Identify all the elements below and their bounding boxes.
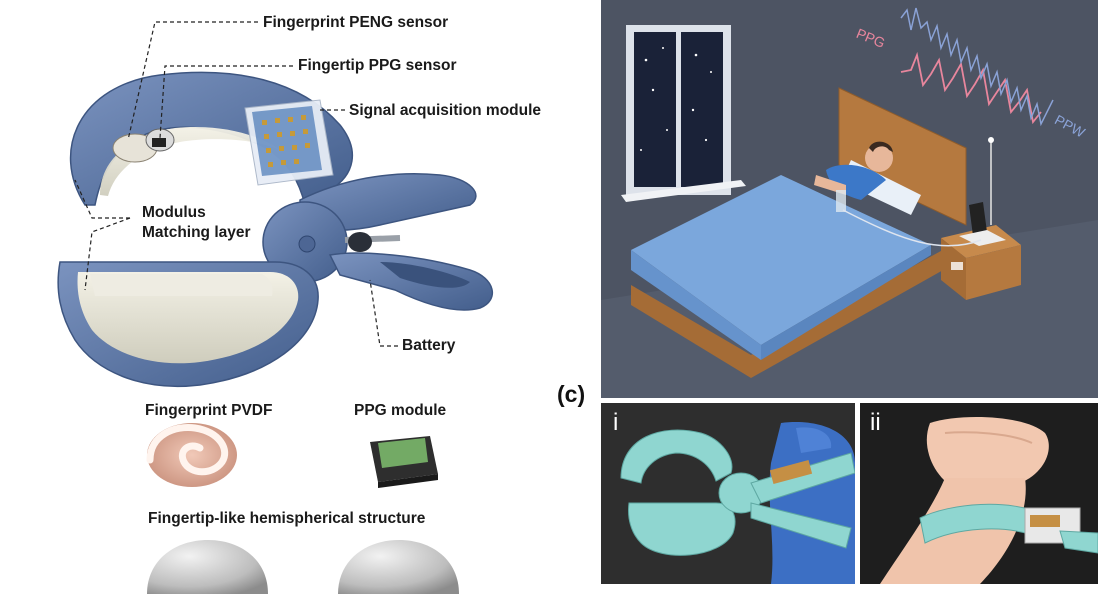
callout-peng-sensor: Fingerprint PENG sensor	[263, 14, 449, 31]
laptop	[959, 202, 1006, 246]
hemisphere-right	[338, 540, 459, 594]
component-pvdf-label: Fingerprint PVDF	[145, 402, 273, 419]
blanket	[631, 175, 931, 345]
callout-acquisition-module: Signal acquisition module	[349, 102, 542, 119]
clip-device-illustration	[57, 21, 494, 594]
acquisition-module-part	[244, 99, 334, 186]
ppw-waveform	[900, 7, 1054, 127]
callout-battery: Battery	[402, 337, 456, 354]
ppg-waveform	[900, 51, 1042, 125]
hemisphere-caption: Fingertip-like hemispherical structure	[148, 510, 426, 527]
hemisphere-left	[147, 540, 268, 594]
photo-i-tag: i	[613, 409, 619, 436]
bedroom-illustration	[601, 0, 1098, 398]
window	[621, 25, 746, 202]
callout-matching-layer: Modulus Matching layer	[142, 204, 251, 241]
ppg-module-part	[370, 436, 438, 488]
sleep-monitoring-scene: PPG PPW	[601, 0, 1098, 398]
component-ppg-module-label: PPG module	[354, 402, 447, 419]
callout-ppg-sensor: Fingertip PPG sensor	[298, 57, 457, 74]
lower-handle	[328, 252, 494, 311]
photo-ii-tag: ii	[870, 409, 881, 436]
pvdf-spiral-part	[146, 423, 237, 487]
clip-photo	[601, 403, 855, 584]
panel-c-label: (c)	[557, 381, 586, 407]
photo-clip-on-finger: i	[601, 403, 855, 584]
photo-wrist-band: ii	[860, 403, 1098, 584]
wrist-photo	[860, 403, 1098, 584]
